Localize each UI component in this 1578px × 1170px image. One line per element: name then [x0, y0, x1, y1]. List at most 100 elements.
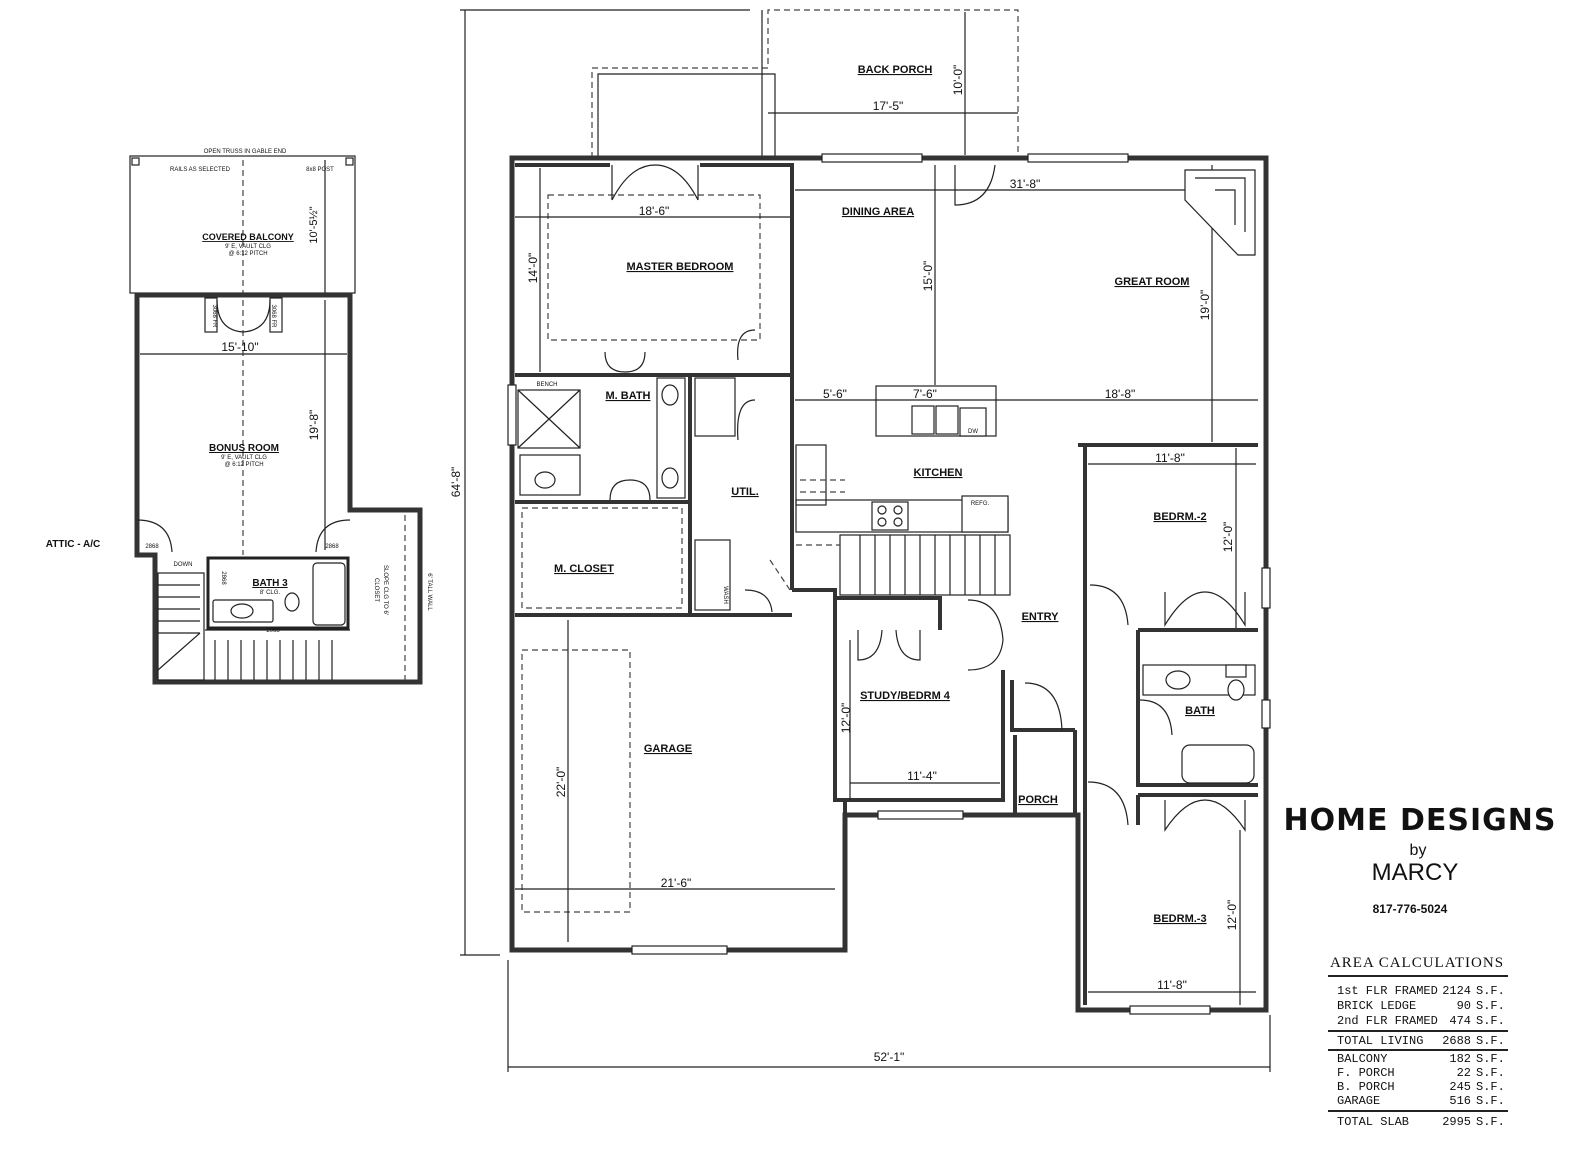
island-sink: [935, 405, 959, 435]
window: [877, 810, 964, 820]
bath3-walls: [206, 556, 350, 630]
garage-width: 21'-6": [661, 876, 692, 890]
french-door-swing: [216, 299, 271, 333]
master-french-door: [611, 164, 699, 201]
area-row-unit: S.F.: [1476, 1080, 1505, 1094]
study-label: STUDY/BEDRM 4: [860, 690, 951, 702]
bed3-depth: 12'-0": [1225, 900, 1239, 931]
burner: [893, 505, 903, 515]
study-door: [857, 629, 921, 661]
burner: [877, 517, 887, 527]
door-2868-b: 2868: [325, 544, 339, 550]
area-row-value: 90: [1457, 999, 1471, 1013]
bed2-width: 11'-8": [1155, 451, 1185, 465]
garage-storage: [521, 649, 631, 913]
bed2-door: [1089, 584, 1129, 626]
m-bath-door: [604, 351, 646, 373]
bath-tub: [1181, 744, 1255, 784]
entry-label: ENTRY: [1022, 611, 1060, 623]
stair-down-label: DOWN: [174, 562, 193, 568]
area-row-label: B. PORCH: [1337, 1080, 1395, 1094]
window: [821, 153, 923, 163]
area-row-unit: S.F.: [1476, 1066, 1505, 1080]
gable-note: OPEN TRUSS IN GABLE END: [204, 149, 287, 155]
closet-door-swing: [315, 519, 351, 553]
refrigerator: [961, 495, 1009, 533]
area-row-label: 2nd FLR FRAMED: [1337, 1014, 1438, 1028]
area-row-label: BRICK LEDGE: [1337, 999, 1416, 1013]
bath-sink: [1165, 670, 1191, 690]
bonus-depth-dim: 19'-8": [307, 410, 321, 441]
dishwasher: [959, 407, 987, 437]
door-label-2: 3068 FR: [270, 304, 276, 328]
m-sink: [661, 384, 679, 406]
area-row-unit: S.F.: [1476, 999, 1505, 1013]
window: [631, 945, 728, 955]
bath3-label: BATH 3: [252, 578, 288, 589]
garage-depth: 22'-0": [554, 767, 568, 798]
attic-label: ATTIC - A/C: [46, 539, 100, 550]
bath-label: BATH: [1185, 705, 1215, 717]
bed3-width: 11'-8": [1157, 978, 1187, 992]
bonus-width-dim: 15'-10": [221, 340, 258, 354]
burner: [877, 505, 887, 515]
area-calculations-table: AREA CALCULATIONS 1st FLR FRAMED 2124 S.…: [1328, 955, 1508, 1129]
toilet-tank: [1225, 664, 1247, 678]
cooktop: [871, 501, 909, 531]
bench-label: BENCH: [536, 382, 557, 388]
great-width: 31'-8": [1010, 177, 1041, 191]
study-depth: 12'-0": [839, 703, 853, 734]
stair-treads: [157, 584, 201, 671]
door-2868-c: 2868: [220, 571, 226, 585]
balcony-post: [345, 157, 354, 166]
back-porch-edge: [597, 10, 776, 158]
washer: [694, 539, 731, 611]
great-depth: 19'-0": [1198, 290, 1212, 321]
toilet: [284, 592, 300, 612]
area-row-value: 474: [1449, 1014, 1471, 1028]
back-porch-outline: [591, 9, 1019, 158]
stair-under: [769, 544, 841, 591]
back-porch-depth: 10'-0": [951, 65, 965, 96]
area-row-value: 2124: [1442, 984, 1471, 998]
bed2-closet-door: [1164, 591, 1246, 628]
brand-by: by: [1410, 842, 1427, 859]
m-sink: [661, 467, 679, 489]
garage-door-swing: [744, 589, 773, 613]
bed3-closet-door: [1164, 799, 1246, 832]
master-depth: 14'-0": [526, 253, 540, 284]
area-row-unit: S.F.: [1476, 1094, 1505, 1108]
total-slab-label: TOTAL SLAB: [1337, 1115, 1409, 1129]
area-row-label: BALCONY: [1337, 1052, 1387, 1066]
area-row-value: 22: [1457, 1066, 1471, 1080]
closet-note-1: CLOSET: [373, 578, 379, 602]
balcony-note-2: @ 6:12 PITCH: [228, 251, 267, 257]
attic-door-swing: [136, 519, 173, 553]
main-floor-plan: 64'-8" 52'-1" BACK PORCH 17'-5" 10'-0" 1…: [449, 9, 1271, 1072]
study-width: 11'-4": [907, 769, 937, 783]
post-note: 8x8 POST: [306, 167, 334, 173]
upper-stairs: [157, 572, 205, 681]
balcony-post: [131, 157, 140, 166]
sink: [230, 603, 254, 619]
stair-treads-main: [859, 535, 996, 595]
linen: [694, 377, 736, 437]
util-door: [737, 329, 756, 441]
balcony-depth-dim: 10'-5½": [308, 206, 320, 243]
total-slab-value: 2995: [1442, 1115, 1471, 1129]
bonus-note-1: 9' E, VAULT CLG: [221, 455, 267, 461]
fireplace-hearth: [1195, 177, 1246, 232]
total-living-value: 2688: [1442, 1034, 1471, 1048]
closet-door: [1024, 682, 1063, 731]
rails-note: RAILS AS SELECTED: [170, 167, 231, 173]
dining-depth: 15'-0": [921, 261, 935, 292]
wash-label: WASH: [722, 586, 728, 604]
area-row-label: GARAGE: [1337, 1094, 1380, 1108]
entry-door: [967, 599, 1004, 671]
area-title: AREA CALCULATIONS: [1330, 955, 1504, 971]
balcony-note-1: 9' E, VAULT CLG: [225, 244, 271, 250]
area-row-unit: S.F.: [1476, 1052, 1505, 1066]
dining-area-label: DINING AREA: [842, 206, 914, 218]
island-dim: 7'-6": [913, 387, 937, 401]
